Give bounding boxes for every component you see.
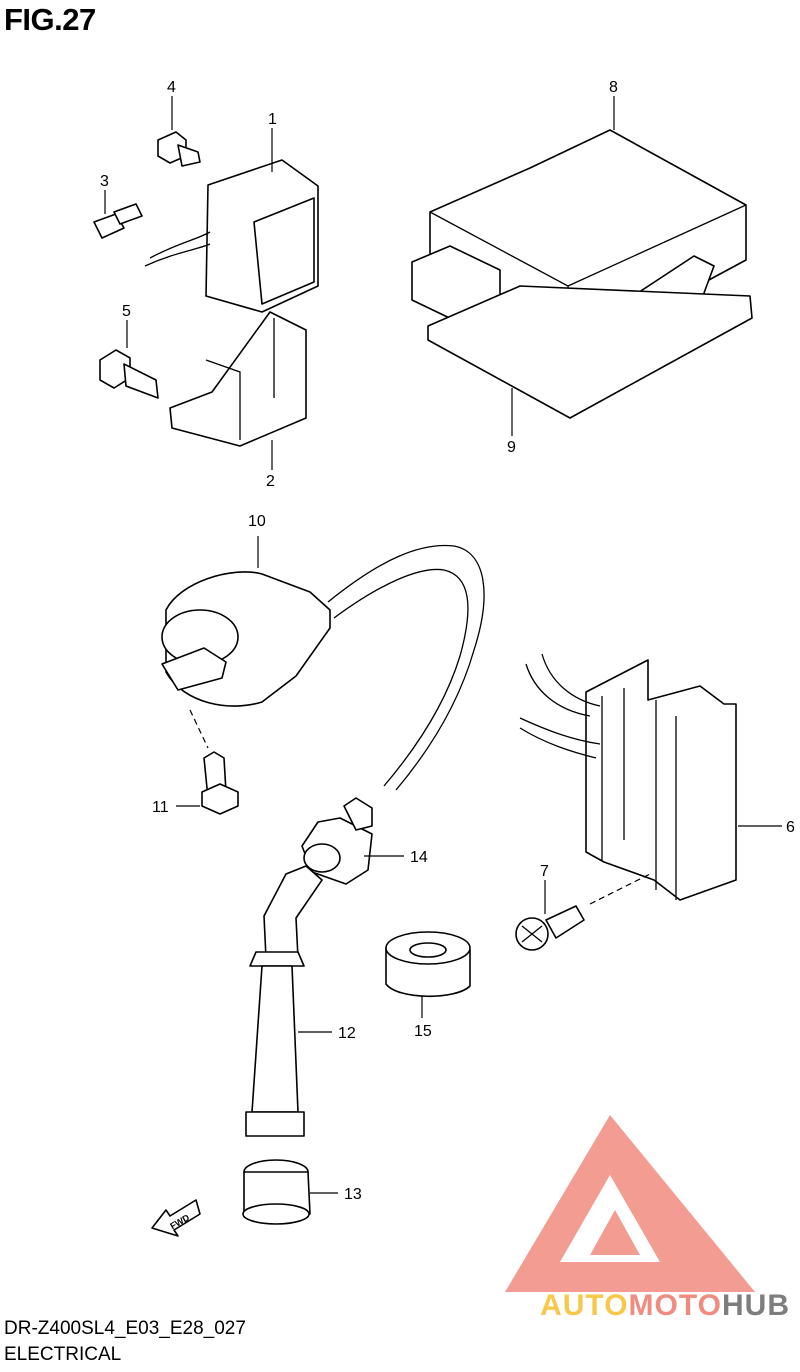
callout-9: 9	[507, 439, 516, 456]
callout-7: 7	[540, 863, 549, 880]
part-2-bracket	[169, 311, 307, 470]
callout-6: 6	[786, 819, 795, 836]
part-13-boot	[242, 1159, 338, 1225]
part-12-plug-cap	[245, 865, 332, 1137]
fwd-arrow-icon: FWD	[151, 1199, 201, 1237]
callout-13: 13	[344, 1186, 362, 1203]
watermark-hub: HUB	[722, 1289, 790, 1322]
figure-title: FIG.27	[4, 2, 96, 37]
callout-8: 8	[609, 79, 618, 96]
model-code: DR-Z400SL4_E03_E28_027	[4, 1318, 246, 1339]
watermark-text: AUTOMOTOHUB	[540, 1289, 790, 1323]
part-15-grommet	[385, 931, 471, 1018]
part-7-screw	[515, 873, 651, 951]
category-label: ELECTRICAL	[4, 1344, 122, 1365]
callout-4: 4	[167, 79, 176, 96]
watermark-auto: AUTO	[540, 1289, 629, 1322]
callout-1: 1	[268, 111, 277, 128]
part-3-connector	[93, 190, 143, 239]
callout-11: 11	[152, 799, 169, 816]
callout-3: 3	[100, 173, 109, 190]
part-4-bolt	[157, 96, 201, 167]
part-10-ignition-coil	[161, 536, 485, 791]
callout-12: 12	[338, 1025, 356, 1042]
callout-10: 10	[248, 513, 266, 530]
part-6-regulator	[519, 653, 782, 901]
callout-2: 2	[266, 473, 275, 490]
watermark-moto: MOTO	[628, 1289, 722, 1322]
part-14-cap	[301, 797, 404, 885]
part-1-relay	[144, 128, 319, 313]
callout-5: 5	[122, 303, 131, 320]
callout-14: 14	[410, 849, 428, 866]
callout-15: 15	[414, 1023, 432, 1040]
automotohub-logo-icon	[505, 1115, 755, 1292]
part-9-pad	[427, 285, 753, 436]
part-11-bolt	[176, 709, 239, 815]
part-5-bolt	[99, 320, 159, 399]
